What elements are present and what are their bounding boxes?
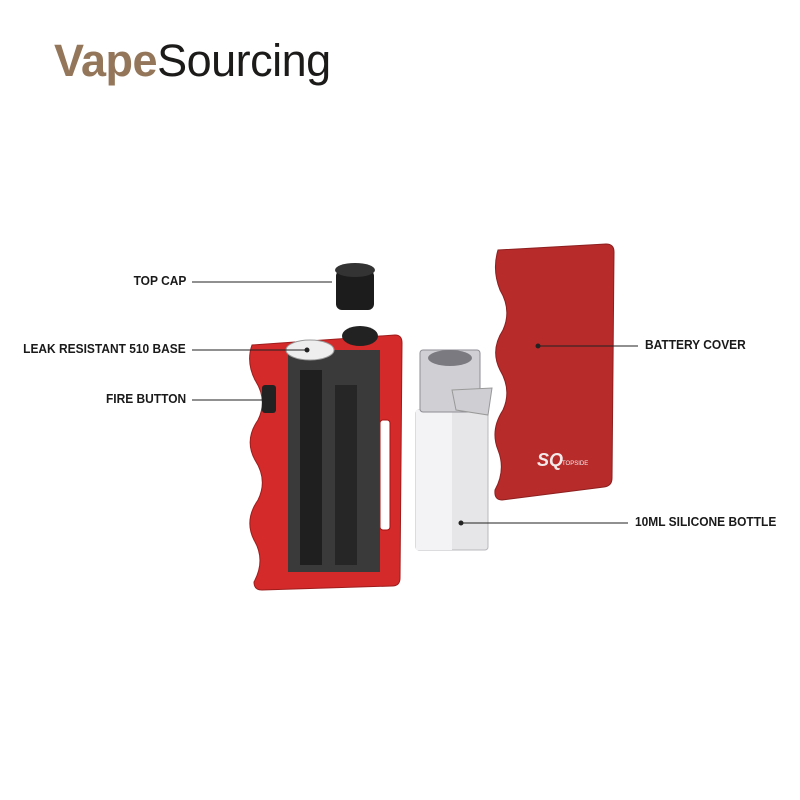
mod-body xyxy=(249,326,403,591)
label-silicone-bottle: 10ML SILICONE BOTTLE xyxy=(635,514,777,529)
label-fire-button: FIRE BUTTON xyxy=(105,391,186,406)
svg-text:TOPSIDE: TOPSIDE xyxy=(562,461,588,467)
label-battery-cover: BATTERY COVER xyxy=(645,337,746,352)
label-leak-resistant-base: LEAK RESISTANT 510 BASE xyxy=(23,341,186,356)
sq-logo: SQ xyxy=(537,450,563,470)
top-cap xyxy=(335,263,375,310)
leader-lines xyxy=(192,281,638,526)
silicone-bottle xyxy=(415,349,493,551)
label-top-cap: TOP CAP xyxy=(133,273,186,288)
battery-cover: SQ TOPSIDE xyxy=(494,243,615,501)
vapesourcing-logo: VapeSourcing xyxy=(54,35,331,86)
